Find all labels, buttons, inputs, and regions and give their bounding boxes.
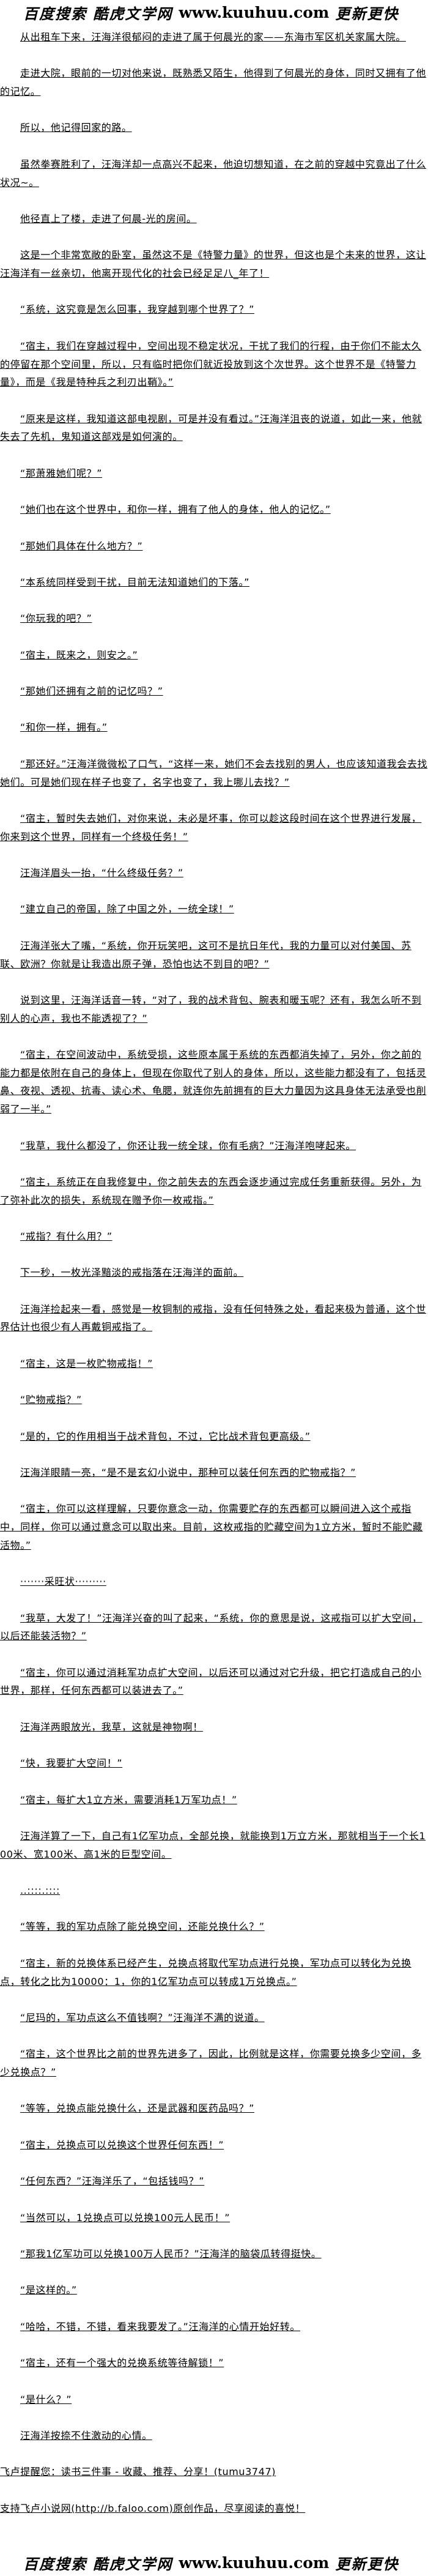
paragraph: “戒指？有什么用？” — [20, 1230, 113, 1242]
paragraph: 说到这里，汪海洋话音一转，“对了，我的战术背包、腕表和暖玉呢？还有，我怎么听不到… — [0, 994, 422, 1024]
paragraph: ·······采旺状········· — [20, 1576, 106, 1588]
banner-url: www.kuuhuu.com — [179, 2553, 330, 2572]
paragraph: “等等，兑换点能兑换什么，还是武器和医药品吗？” — [20, 2102, 254, 2115]
banner-url: www.kuuhuu.com — [179, 3, 330, 21]
paragraph: “等等，我的军功点除了能兑换空间，还能兑换什么？” — [20, 1921, 265, 1933]
paragraph: 汪海洋按捺不住激动的心情。 — [20, 2429, 152, 2441]
paragraph: “和你一样，拥有。” — [20, 721, 108, 734]
paragraph: “是这样的。” — [20, 2284, 77, 2296]
paragraph: 汪海洋眉头一抬，“什么终级任务？” — [20, 867, 183, 879]
paragraph: “我草，大发了！”汪海洋兴奋的叫了起来，“系统，你的意思是说，这戒指可以扩大空间… — [0, 1612, 422, 1642]
paragraph: “贮物戒指？” — [20, 1394, 82, 1406]
paragraph: “她们也在这个世界中，和你一样，拥有了他人的身体，他人的记忆。” — [20, 504, 331, 516]
banner-slogan: 更新更快 — [335, 4, 399, 23]
banner-site-name: 百度搜索 酷虎文学网 — [23, 4, 173, 23]
paragraph: “快，我要扩大空间！” — [20, 1757, 123, 1770]
site-banner-bottom: 百度搜索 酷虎文学网 www.kuuhuu.com 更新更快 — [0, 2550, 399, 2575]
paragraph: 这是一个非常宽敞的卧室，虽然这不是《特警力量》的世界，但这也是个未来的世界，这让… — [0, 249, 427, 280]
paragraph: “那她们还拥有之前的记忆吗？” — [20, 685, 163, 698]
paragraph: 走进大院，眼前的一切对他来说，既熟悉又陌生，他得到了何晨光的身体，同时又拥有了他… — [0, 67, 427, 98]
paragraph: “宿主，你可以通过消耗军功点扩大空间，以后还可以通过对它升级，把它打造成自己的小… — [0, 1666, 422, 1697]
paragraph: “尼玛的，军功点这么不值钱啊？”汪海洋不满的说道。 — [20, 2011, 265, 2023]
paragraph: “宿主，还有一个强大的兑换系统等待解锁！” — [20, 2357, 224, 2369]
paragraph: “原来是这样，我知道这部电视剧，可是并没有看过。”汪海洋沮丧的说道，如此一来，他… — [0, 412, 422, 443]
paragraph: 下一秒，一枚光泽黯淡的戒指落在汪海洋的面前。 — [20, 1267, 244, 1279]
paragraph: “宿主，我们在穿越过程中，空间出现不稳定状况，干扰了我们的行程，由于你们不能太久… — [0, 340, 422, 389]
site-banner-top: 百度搜索 酷虎文学网 www.kuuhuu.com 更新更快 — [0, 0, 428, 24]
paragraph: “系统，这究竟是怎么回事，我穿越到哪个世界了？” — [20, 303, 254, 316]
paragraph: 汪海洋算了一下，自己有1亿军功点，全部兑换，就能换到1万立方米，那就相当于一个长… — [0, 1830, 426, 1860]
paragraph: “宿主，每扩大1立方米，需要消耗1万军功点！” — [20, 1793, 237, 1806]
paragraph: 虽然拳赛胜利了，汪海洋却一点高兴不起来，他迫切想知道，在之前的穿越中究竟出了什么… — [0, 158, 427, 188]
paragraph: “是什么？” — [20, 2393, 72, 2405]
paragraph: “我草，我什么都没了，你还让我一统全球，你有毛病？”汪海洋咆哮起来。 — [20, 1139, 356, 1152]
paragraph: “宿主，兑换点可以兑换这个世界任何东西！” — [20, 2139, 224, 2151]
paragraph: “任何东西？”汪海洋乐了，“包括钱吗？” — [20, 2175, 205, 2187]
paragraph: “你玩我的吧？” — [20, 612, 92, 625]
paragraph: 汪海洋两眼放光，我草，这就是神物啊！ — [20, 1721, 203, 1733]
paragraph: 汪海洋捡起来一看，感觉是一枚铜制的戒指，没有任何特殊之处，看起来极为普通，这个世… — [0, 1303, 427, 1333]
paragraph: “宿主，暂时失去她们，对你来说，未必是坏事，你可以趁这段时间在这个世界进行发展，… — [0, 812, 422, 843]
paragraph: “是的，它的作用相当于战术背包，不过，它比战术背包更高级。” — [20, 1430, 311, 1442]
paragraph: “建立自己的帝国，除了中国之外，一统全球！” — [20, 903, 234, 915]
paragraph: ..::::.:::: — [20, 1885, 60, 1897]
paragraph: 他径直上了楼，走进了何晨-光的房间。 — [20, 212, 197, 225]
paragraph: 所以，他记得回家的路。 — [20, 122, 132, 134]
paragraph: “那萧雅她们呢？” — [20, 467, 102, 479]
paragraph: 汪海洋眼睛一亮，“是不是玄幻小说中，那种可以装任何东西的贮物戒指？” — [20, 1467, 356, 1479]
banner-slogan: 更新更快 — [335, 2555, 399, 2573]
paragraph: “宿主，在空间波动中，系统受损，这些原本属于系统的东西都消失掉了，另外，你之前的… — [0, 1049, 427, 1115]
footer-notes: 飞卢提醒您：读书三件事 - 收藏、推荐、分享！(tumu3747) 支持飞卢小说网… — [0, 2463, 428, 2517]
paragraph: 汪海洋张大了嘴，“系统，你开玩笑吧，这可不是抗日年代，我的力量可以对付美国、苏联… — [0, 939, 411, 970]
paragraph: “当然可以，1兑换点可以兑换100元人民币！” — [20, 2211, 231, 2224]
support-link-note[interactable]: 支持飞卢小说网(http://b.faloo.com)原创作品，尽享阅读的喜悦！ — [0, 2502, 306, 2514]
paragraph: “那还好。”汪海洋微微松了口气，“这样一来，她们不会去找别的男人，也应该知道我会… — [0, 758, 428, 788]
chapter-body: 从出租车下来，汪海洋很郁闷的走进了属于何晨光的家——东海市军区机关家属大院。走进… — [0, 24, 428, 2445]
paragraph: 从出租车下来，汪海洋很郁闷的走进了属于何晨光的家——东海市军区机关家属大院。 — [20, 31, 406, 43]
banner-site-name: 百度搜索 酷虎文学网 — [23, 2555, 173, 2573]
paragraph: “宿主，系统正在自我修复中，你之前失去的东西会逐步通过完成任务重新获得。另外，为… — [0, 1175, 422, 1206]
paragraph: “宿主，新的兑换体系已经产生，兑换点将取代军功点进行兑换，军功点可以转化为兑换点… — [0, 1957, 411, 1987]
reading-reminder: 飞卢提醒您：读书三件事 - 收藏、推荐、分享！(tumu3747) — [0, 2466, 276, 2478]
paragraph: “哈哈，不错，不错，看来我要发了。”汪海洋的心情开始好转。 — [20, 2320, 300, 2332]
paragraph: “宿主，这是一枚贮物戒指！” — [20, 1357, 153, 1369]
paragraph: “宿主，这个世界比之前的世界先进多了，因此，比例就是这样，你需要兑换多少空间，多… — [0, 2048, 422, 2079]
paragraph: “那她们具体在什么地方？” — [20, 540, 143, 552]
paragraph: “那我1亿军功可以兑换100万人民币？”汪海洋的脑袋瓜转得挺快。 — [20, 2248, 322, 2260]
paragraph: “宿主，既来之，则安之。” — [20, 649, 138, 661]
paragraph: “本系统同样受到干扰，目前无法知道她们的下落。” — [20, 576, 249, 588]
paragraph: “宿主，你可以这样理解，只要你意念一动，你需要贮存的东西都可以瞬间进入这个戒指中… — [0, 1503, 423, 1551]
